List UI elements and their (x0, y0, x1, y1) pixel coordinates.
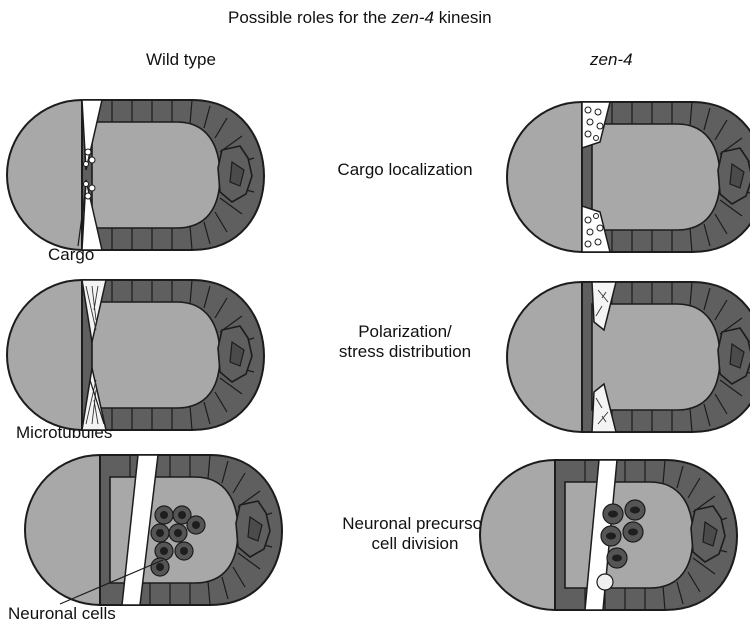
embryo-wt-microtubules (7, 280, 264, 430)
embryo-wt-neuronal (25, 455, 282, 605)
embryo-zen4-microtubules (507, 282, 750, 432)
embryo-zen4-cargo (507, 102, 750, 252)
embryo-zen4-neuronal (480, 460, 737, 610)
embryo-wt-cargo (7, 100, 264, 250)
